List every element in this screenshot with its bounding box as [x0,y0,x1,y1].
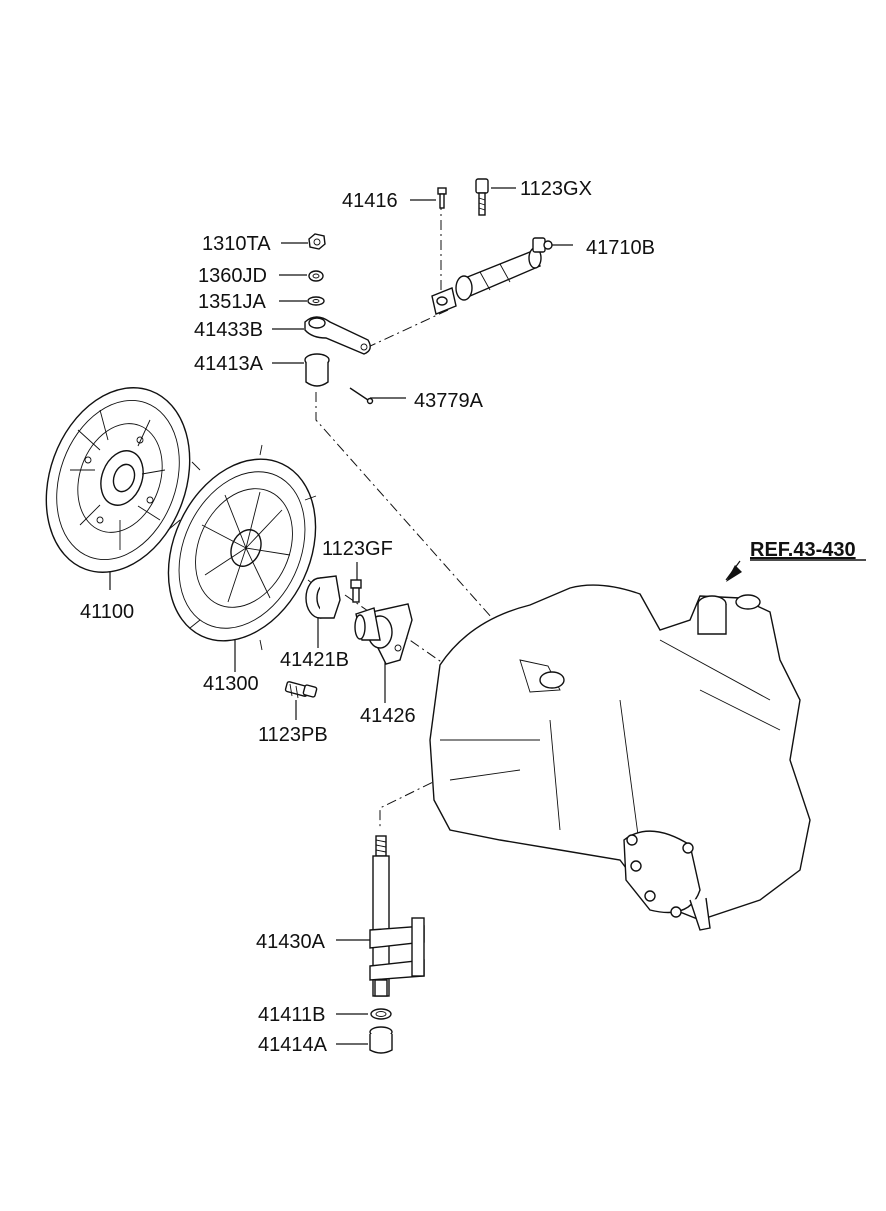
label-43779A: 43779A [414,390,484,412]
label-41411B: 41411B [258,1004,325,1026]
label-41300: 41300 [203,673,259,695]
bolt-1123PB [284,681,318,699]
label-1123PB: 1123PB [258,724,328,746]
clutch-disc-41100 [45,387,191,573]
label-41100: 41100 [80,601,134,623]
washer-1351JA [307,296,325,306]
label-41416: 41416 [342,190,398,212]
label-41413A: 41413A [194,353,264,375]
label-1351JA: 1351JA [198,291,266,313]
ref-arrowhead-icon [726,565,742,582]
lever-41433B [304,316,371,355]
label-41433B: 41433B [194,319,263,341]
label-1123GF: 1123GF [322,538,393,560]
label-41421B: 41421B [280,649,349,671]
nut-1310TA [308,233,326,250]
release-bearing-41421B [305,575,341,619]
release-cylinder-41710B [431,237,553,315]
label-1310TA: 1310TA [202,233,271,255]
washer-1360JD [308,270,324,282]
bolt-1123GX [475,178,489,216]
pin-41416 [437,187,447,209]
label-41430A: 41430A [256,931,326,953]
release-cylinder-group [304,178,553,405]
part-labels: 41416 1123GX 41710B 1310TA 1360JD 1351JA… [80,178,856,1056]
bushing-41413A [304,353,330,387]
bushing-41414A [369,1026,393,1054]
label-ref-43-430: REF.43-430 [750,539,856,561]
washer-41411B [370,1008,392,1020]
label-41414A: 41414A [258,1034,328,1056]
label-1360JD: 1360JD [198,265,267,287]
bearing-sleeve-41426 [354,603,413,665]
transmission-housing [429,584,811,931]
release-fork-shaft-41430A [369,835,425,997]
label-1123GX: 1123GX [520,178,592,200]
pin-43779A [349,387,374,405]
bolt-1123GF [350,579,362,603]
label-41710B: 41710B [586,237,655,259]
label-41426: 41426 [360,705,416,727]
